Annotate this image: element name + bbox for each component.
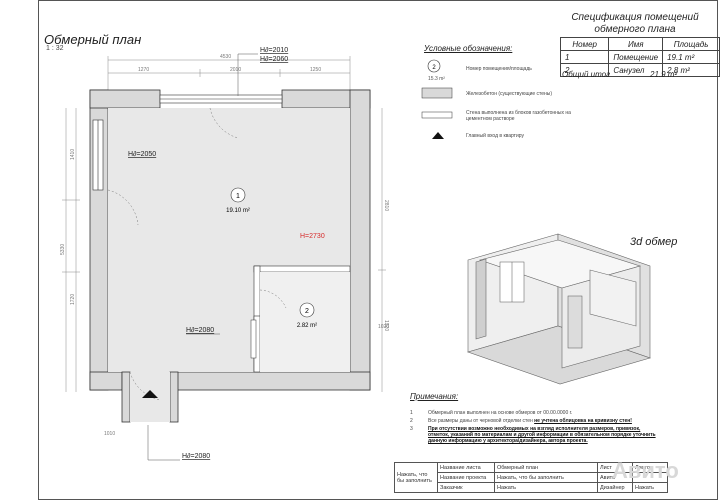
legend-wall-text: Железобетон (существующие стены): [466, 91, 553, 97]
window-tag-1: H∂=2010: [260, 47, 288, 54]
side-window-tag: H∂=2050: [128, 151, 156, 158]
title-block: Нажать, что бы заполнить Название листа …: [394, 462, 668, 493]
spec-total-value: 21.9 m²: [650, 70, 678, 79]
title-block-fill[interactable]: Нажать, что бы заполнить: [394, 462, 438, 493]
dim-left-overall: 5330: [60, 244, 66, 255]
sheet-scale: 1 : 32: [46, 45, 64, 52]
room-1-area: 19.10 m²: [226, 208, 250, 214]
dim-right-2: 1920: [383, 320, 389, 331]
legend-wall-swatch: [421, 87, 453, 99]
dim-top-3: 1250: [310, 67, 321, 73]
note-1: Обмерный план выполнен на основе обмеров…: [428, 410, 573, 416]
spec-header-num: Номер: [559, 37, 610, 51]
spec-header-name: Имя: [608, 37, 664, 51]
room-2-marker: 2 2.82 m²: [297, 302, 317, 329]
legend-entry-text: Главный вход в квартиру: [466, 133, 524, 139]
table-row: 2 Санузел 2.8 m²: [559, 63, 720, 77]
floor-plan: 4530 1270 2010 1250 5330 1410 1720 2810 …: [60, 47, 389, 461]
legend-title: Условные обозначения:: [424, 44, 513, 53]
note-2: Все размеры даны от черновой отделки сте…: [428, 418, 632, 424]
dim-left-1: 1410: [70, 149, 76, 160]
dim-right-1: 2810: [383, 200, 389, 211]
legend-room-area: 15.3 m²: [428, 76, 445, 82]
legend-room-text: Номер помещения/площадь: [466, 66, 532, 72]
room-2-area: 2.82 m²: [297, 323, 317, 329]
watermark-logo: Авито: [612, 458, 679, 483]
entry-arrow-icon: [142, 390, 158, 398]
sheet-title: Обмерный план: [44, 32, 142, 47]
spec-header-area: Площадь: [662, 37, 720, 51]
legend-entry-icon: [432, 132, 444, 139]
door-tag-room2: H∂=2080: [186, 327, 214, 334]
legend-room-num: 2: [432, 65, 436, 71]
dim-top-2: 2010: [230, 67, 241, 73]
svg-text:2: 2: [305, 308, 309, 315]
spec-title: Спецификация помещений обмерного плана: [571, 12, 699, 35]
dim-left-2: 1720: [70, 294, 76, 305]
view3d-label: 3d обмер: [630, 236, 678, 248]
ceiling-height: H=2730: [300, 233, 325, 240]
spec-total-label: Общий итог: [562, 70, 611, 79]
legend-symbols: 2 15.3 m²: [421, 59, 453, 139]
room-1-marker: 1 19.10 m²: [226, 187, 250, 214]
svg-text:1: 1: [236, 193, 240, 200]
room-2-floor: [260, 272, 350, 372]
dim-inner-5: 1020: [378, 324, 389, 330]
window-tag-2: H∂=2060: [260, 56, 288, 63]
spec-table: Номер Имя Площадь 1 Помещение 19.1 m² 2 …: [559, 37, 720, 77]
legend-partition-text: Стена выполнена из блоков газобетонных н…: [466, 110, 571, 122]
view3d-model: [467, 233, 651, 385]
dim-inner-4: 1010: [104, 431, 115, 437]
entry-tag: H∂=2080: [182, 453, 210, 460]
legend-partition-swatch: [421, 111, 453, 119]
dim-top-overall: 4530: [220, 54, 231, 60]
table-row: 1 Помещение 19.1 m²: [559, 50, 720, 64]
dim-top-1: 1270: [138, 67, 149, 73]
note-3: При отсутствии возможно необходимых на в…: [428, 426, 656, 444]
notes-title: Примечания:: [410, 392, 459, 401]
